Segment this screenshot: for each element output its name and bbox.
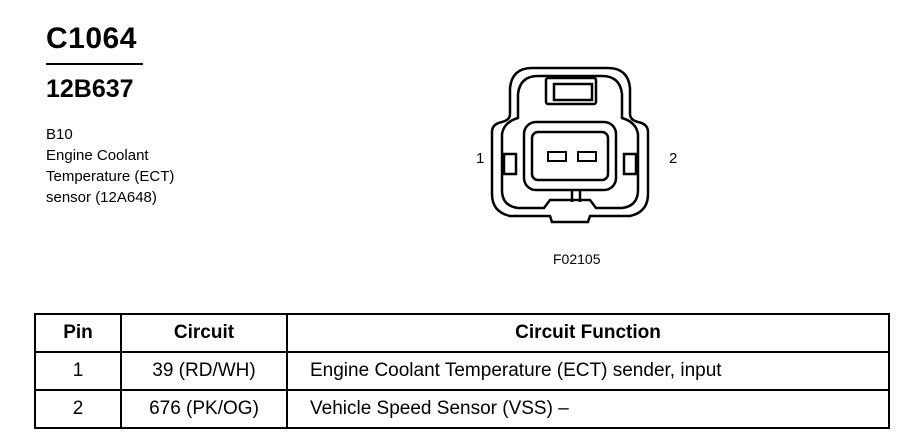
connector-face-diagram [490, 66, 650, 224]
connector-id: C1064 [46, 22, 137, 55]
description-line: B10 [46, 126, 73, 143]
table-row: 2 676 (PK/OG) Vehicle Speed Sensor (VSS)… [34, 389, 890, 429]
locking-tab-inner [552, 82, 594, 102]
pin-1-label: 1 [476, 150, 485, 167]
column-header-circuit-function: Circuit Function [286, 313, 890, 353]
terminal-cavity-inner [530, 130, 610, 182]
bottom-latch [570, 190, 582, 202]
column-header-pin: Pin [34, 313, 122, 353]
terminal-cavity-outer [522, 120, 618, 192]
part-number: 12B637 [46, 75, 134, 103]
right-key [622, 152, 638, 176]
circuit-function-cell: Vehicle Speed Sensor (VSS) – [286, 389, 890, 429]
figure-id: F02105 [553, 251, 601, 267]
circuit-function-cell: Engine Coolant Temperature (ECT) sender,… [286, 351, 890, 391]
component-description: B10 Engine Coolant Temperature (ECT) sen… [46, 124, 174, 208]
description-line: sensor (12A648) [46, 189, 157, 206]
table-row: 1 39 (RD/WH) Engine Coolant Temperature … [34, 351, 890, 391]
pin-table: Pin Circuit Circuit Function 1 39 (RD/WH… [34, 313, 890, 429]
pin-2-terminal [577, 151, 597, 162]
circuit-cell: 39 (RD/WH) [120, 351, 288, 391]
pin-cell: 2 [34, 389, 122, 429]
description-line: Engine Coolant [46, 147, 149, 164]
locking-tab [544, 76, 598, 106]
connector-outer-housing [490, 66, 650, 224]
table-header-row: Pin Circuit Circuit Function [34, 313, 890, 353]
title-underline [46, 63, 143, 65]
connector-inner-housing [500, 74, 640, 210]
pin-cell: 1 [34, 351, 122, 391]
column-header-circuit: Circuit [120, 313, 288, 353]
pin-2-label: 2 [669, 150, 678, 167]
pin-1-terminal [547, 151, 567, 162]
left-key [502, 152, 518, 176]
circuit-cell: 676 (PK/OG) [120, 389, 288, 429]
description-line: Temperature (ECT) [46, 168, 175, 185]
